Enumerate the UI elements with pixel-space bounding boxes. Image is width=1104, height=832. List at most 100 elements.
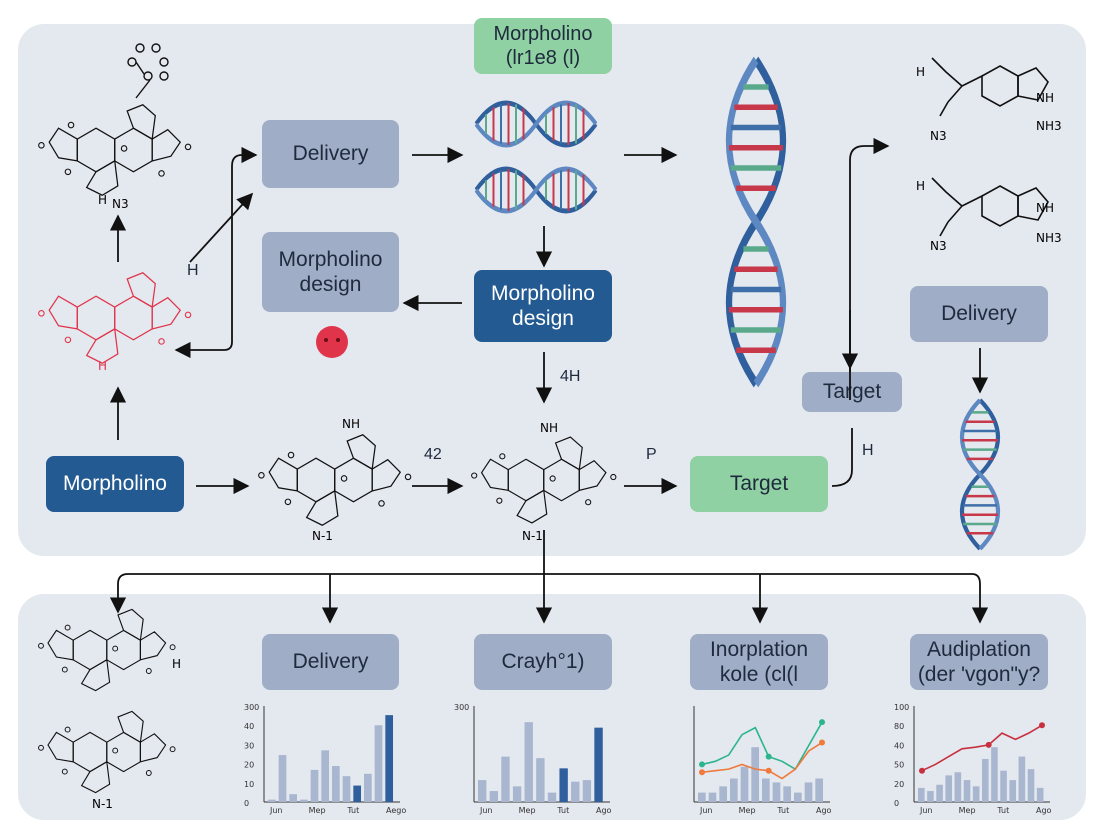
target-box[interactable]: Target	[802, 372, 902, 412]
chart-bar	[772, 782, 781, 802]
chart-y-tick: 100	[894, 703, 909, 712]
chart-y-tick: 50	[894, 761, 904, 770]
svg-text:NH: NH	[342, 417, 360, 431]
crayh-box[interactable]: Crayh°1)	[474, 634, 612, 690]
chart-bar	[582, 780, 592, 802]
chart-bar	[982, 758, 989, 802]
chart-bar	[719, 786, 728, 802]
chart-bar	[804, 782, 813, 802]
chart-bar	[1027, 769, 1035, 802]
chart-bar	[1018, 756, 1026, 802]
morpholino-design-box[interactable]: Morpholino design	[262, 232, 399, 312]
chart-y-tick: 30	[244, 741, 254, 750]
chart-bar	[353, 785, 362, 802]
chart-series-line	[701, 741, 823, 780]
chart-x-tick: Jun	[269, 806, 283, 815]
chart-x-tick: Jun	[479, 806, 493, 815]
chart-bar	[918, 787, 925, 802]
chart-bar	[794, 792, 802, 802]
target-green-box[interactable]: Target	[690, 456, 828, 512]
dna-helix-small-2-icon	[476, 169, 596, 211]
chart-bar	[501, 756, 510, 802]
chart-bar	[972, 786, 980, 802]
chart-bar	[571, 781, 580, 802]
chart-y-tick: 40	[244, 722, 254, 731]
chart-bar	[536, 758, 545, 802]
small-molecule-1-icon: NH NH3 H N3	[916, 57, 1062, 143]
chart-point	[699, 769, 705, 776]
chart-x-tick: Tut	[556, 806, 569, 815]
chart-bar	[559, 768, 568, 802]
dna-helix-bottom-right-icon	[962, 400, 998, 549]
chart-bar	[698, 792, 706, 802]
svg-text:H: H	[98, 193, 107, 207]
chart-bar	[815, 778, 824, 802]
inorplation-box[interactable]: Inorplation kole (cl(l	[690, 634, 828, 690]
molecule-bottom-1-icon: H	[37, 608, 181, 692]
dna-helix-tall-icon	[729, 60, 783, 384]
chart-bar	[289, 794, 298, 802]
chart-bar	[547, 792, 557, 802]
chart-x-tick: Mep	[309, 806, 326, 815]
chart-bar	[374, 725, 383, 802]
chart-point	[819, 739, 825, 746]
chart-bar	[478, 780, 487, 802]
label-p: P	[646, 446, 657, 463]
chart-bar	[310, 769, 319, 802]
chart-y-tick: 80	[894, 722, 904, 731]
chart-y-tick: 20	[244, 761, 254, 770]
chart-bar	[342, 776, 351, 802]
chart-y-tick: 300	[244, 703, 259, 712]
delivery-box[interactable]: Delivery	[262, 120, 399, 188]
delivery-bottom-box[interactable]: Delivery	[262, 634, 399, 690]
svg-text:NH3: NH3	[1036, 231, 1062, 245]
chart-bar	[1036, 787, 1044, 802]
svg-text:NH: NH	[1036, 201, 1054, 215]
morpholino-design-main-box[interactable]: Morpholino design	[474, 270, 612, 342]
svg-text:N3: N3	[930, 239, 947, 253]
svg-text:NH3: NH3	[1036, 119, 1062, 133]
svg-text:H: H	[172, 657, 181, 671]
label-42: 42	[424, 446, 442, 463]
chart-point	[765, 767, 772, 774]
chart-y-tick: 0	[244, 799, 249, 808]
svg-text:N-1: N-1	[522, 529, 543, 543]
chart-x-tick: Tut	[996, 806, 1009, 815]
svg-text:N-1: N-1	[92, 797, 113, 811]
connectors	[109, 137, 989, 624]
chart-x-tick: Ago	[816, 806, 832, 815]
chart-bar	[927, 791, 934, 802]
audiplation-box[interactable]: Audiplation (der 'vgon"y?	[910, 634, 1048, 690]
chart-bar	[489, 791, 499, 802]
svg-text:N3: N3	[112, 197, 129, 211]
svg-text:H: H	[98, 359, 107, 373]
morpholino-title-box[interactable]: Morpholino (lr1e8 (l)	[474, 18, 612, 74]
molecule-center-icon: NH N-1	[471, 421, 617, 543]
molecule-red-icon: H	[38, 272, 192, 373]
molecule-center-left-icon: N-1 NH	[258, 417, 412, 543]
chart-bar	[963, 780, 971, 802]
chart-point	[985, 741, 992, 748]
chart-bar	[1000, 770, 1007, 802]
svg-text:N3: N3	[930, 129, 947, 143]
chart-x-tick: Mep	[959, 806, 976, 815]
chart-point	[765, 753, 772, 760]
chart-bar	[364, 773, 372, 802]
morpholino-start-box[interactable]: Morpholino	[46, 456, 184, 512]
svg-text:N-1: N-1	[312, 529, 333, 543]
svg-text:NH: NH	[540, 421, 558, 435]
chart-x-tick: Jun	[919, 806, 933, 815]
chart-bar	[278, 755, 287, 802]
small-molecule-2-icon: NH NH3 H N3	[916, 177, 1062, 253]
label-h-right: H	[862, 442, 874, 459]
molecule-bottom-2-icon: N-1	[37, 710, 176, 811]
chart-point	[919, 767, 925, 774]
chart-x-tick: Tut	[346, 806, 359, 815]
chart-bar	[300, 799, 308, 802]
delivery-right-box[interactable]: Delivery	[910, 286, 1048, 342]
